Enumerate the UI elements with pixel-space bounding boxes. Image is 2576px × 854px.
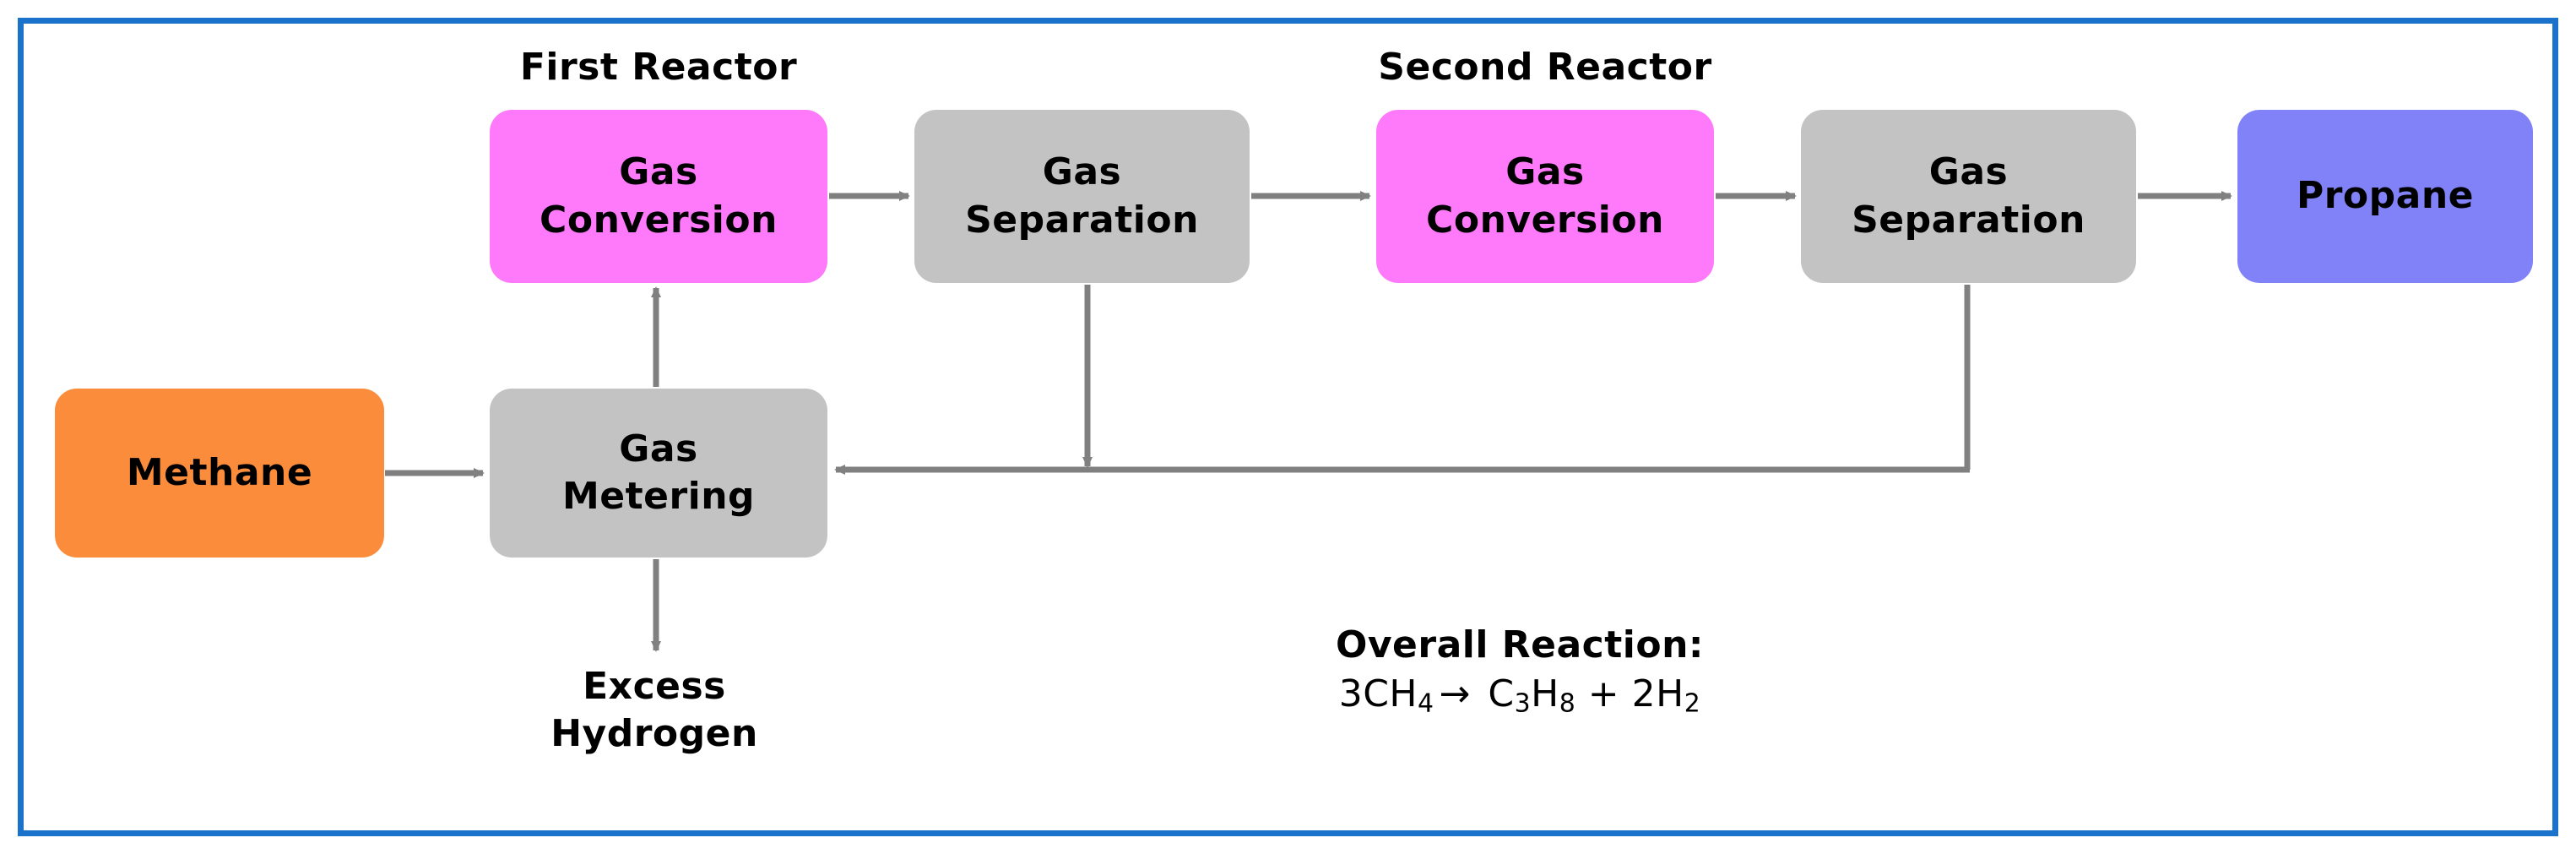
- plus-sign: +: [1587, 672, 1620, 716]
- overall-reaction-equation: 3CH4→ C3H8 + 2H2: [1258, 669, 1782, 721]
- reactant-formula: CH: [1363, 672, 1418, 716]
- node-label: Propane: [2296, 174, 2475, 218]
- product1-a: C: [1488, 672, 1515, 716]
- node-gas-separation-1[interactable]: Gas Separation: [914, 110, 1250, 283]
- node-label: Methane: [126, 450, 313, 494]
- excess-hydrogen-label: Excess Hydrogen: [550, 665, 758, 756]
- node-gas-conversion-1[interactable]: Gas Conversion: [490, 110, 827, 283]
- product1-b-subscript: 8: [1559, 688, 1576, 719]
- overall-reaction-title: Overall Reaction:: [1335, 623, 1705, 666]
- first-reactor-label: First Reactor: [519, 46, 798, 89]
- reaction-arrow-glyph: →: [1439, 672, 1471, 716]
- node-gas-separation-2[interactable]: Gas Separation: [1801, 110, 2136, 283]
- overall-reaction: Overall Reaction: 3CH4→ C3H8 + 2H2: [1258, 621, 1782, 721]
- node-label: Gas Separation: [965, 150, 1199, 242]
- node-label: Gas Conversion: [540, 150, 778, 242]
- node-label: Gas Conversion: [1426, 150, 1664, 242]
- product2-formula: H: [1656, 672, 1684, 716]
- node-label: Gas Metering: [561, 427, 756, 518]
- second-reactor-label: Second Reactor: [1378, 46, 1712, 89]
- node-label: Gas Separation: [1852, 150, 2085, 242]
- node-gas-conversion-2[interactable]: Gas Conversion: [1376, 110, 1714, 283]
- node-gas-metering[interactable]: Gas Metering: [490, 389, 827, 558]
- node-propane[interactable]: Propane: [2237, 110, 2533, 283]
- product2-coefficient: 2: [1631, 672, 1657, 716]
- product1-a-subscript: 3: [1514, 688, 1532, 719]
- product1-b: H: [1531, 672, 1559, 716]
- product2-subscript: 2: [1684, 688, 1701, 719]
- reactant-subscript: 4: [1418, 688, 1434, 719]
- reactant-coefficient: 3: [1338, 672, 1364, 716]
- node-methane[interactable]: Methane: [55, 389, 384, 558]
